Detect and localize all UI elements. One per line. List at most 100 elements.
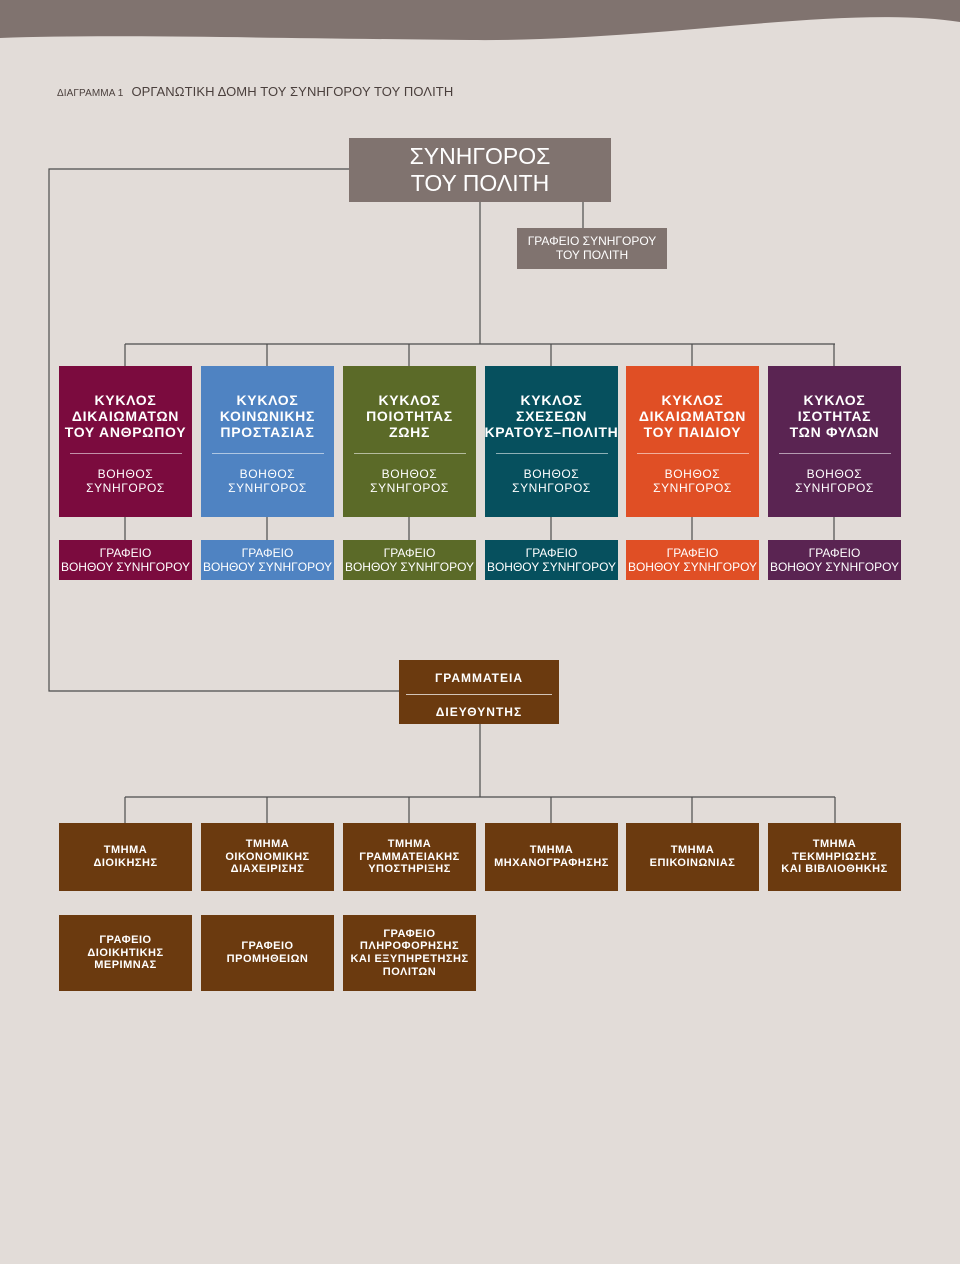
ombudsman-office-line-2: ΤΟΥ ΠΟΛΙΤΗ bbox=[555, 247, 629, 262]
assistant-office-line-2: ΒΟΗΘΟΥ ΣΥΝΗΓΟΡΟΥ bbox=[769, 560, 900, 574]
assistant-office-line-1: ΓΡΑΦΕΙΟ bbox=[525, 545, 578, 560]
assistant-office-line-1: ΓΡΑΦΕΙΟ bbox=[241, 545, 294, 560]
circle-6-title-line-2: ΙΣΟΤΗΤΑΣ bbox=[797, 408, 872, 425]
assistant-office-line-2: ΒΟΗΘΟΥ ΣΥΝΗΓΟΡΟΥ bbox=[202, 560, 333, 574]
circle-3-title-line-3: ΖΩΗΣ bbox=[388, 424, 431, 441]
circle-2-title-line-2: ΚΟΙΝΩΝΙΚΗΣ bbox=[219, 408, 316, 425]
secretariat-divider bbox=[406, 693, 552, 695]
circle-1-title-line-2: ΔΙΚΑΙΩΜΑΤΩΝ bbox=[71, 408, 180, 425]
department-6-line-1: ΤΜΗΜΑ bbox=[812, 837, 857, 850]
circle-divider bbox=[69, 452, 182, 454]
header-wave-shape bbox=[0, 0, 960, 41]
assistant-ombudsman-line-2: ΣΥΝΗΓΟΡΟΣ bbox=[86, 481, 165, 496]
diagram-caption: ΔΙΑΓΡΑΜΜΑ 1 ΟΡΓΑΝΩΤΙΚΗ ΔΟΜΗ ΤΟΥ ΣΥΝΗΓΟΡΟΥ… bbox=[57, 84, 453, 99]
department-2-line-3: ΔΙΑΧΕΙΡΙΣΗΣ bbox=[230, 863, 305, 876]
header-wave-band bbox=[0, 0, 960, 41]
circle-4-title-line-1: ΚΥΚΛΟΣ bbox=[520, 392, 583, 408]
sub-office-3-line-1: ΓΡΑΦΕΙΟ bbox=[383, 927, 436, 940]
circle-6-title-line-1: ΚΥΚΛΟΣ bbox=[803, 392, 866, 408]
department-4-line-2: ΜΗΧΑΝΟΓΡΑΦΗΣΗΣ bbox=[494, 857, 609, 869]
sub-office-2-line-2: ΠΡΟΜΗΘΕΙΩΝ bbox=[226, 953, 309, 965]
assistant-office-line-1: ΓΡΑΦΕΙΟ bbox=[808, 545, 861, 560]
department-3-line-2: ΓΡΑΜΜΑΤΕΙΑΚΗΣ bbox=[359, 850, 460, 863]
department-6-line-3: ΚΑΙ ΒΙΒΛΙΟΘΗΚΗΣ bbox=[781, 863, 888, 876]
ombudsman-office-line-1: ΓΡΑΦΕΙΟ ΣΥΝΗΓΟΡΟΥ bbox=[527, 233, 657, 248]
department-5-line-2: ΕΠΙΚΟΙΝΩΝΙΑΣ bbox=[649, 857, 736, 869]
assistant-ombudsman-line-2: ΣΥΝΗΓΟΡΟΣ bbox=[370, 481, 449, 496]
circle-6-title-line-3: ΤΩΝ ΦΥΛΩΝ bbox=[789, 424, 880, 441]
department-3-line-3: ΥΠΟΣΤΗΡΙΞΗΣ bbox=[368, 863, 451, 876]
assistant-office-line-2: ΒΟΗΘΟΥ ΣΥΝΗΓΟΡΟΥ bbox=[486, 560, 617, 574]
assistant-ombudsman-line-1: ΒΟΗΘΟΣ bbox=[664, 466, 721, 481]
circle-1-title-line-3: ΤΟΥ ΑΝΘΡΩΠΟΥ bbox=[64, 424, 187, 441]
circle-4-title-line-3: ΚΡΑΤΟΥΣ–ΠΟΛΙΤΗ bbox=[484, 424, 619, 441]
circle-divider bbox=[636, 452, 749, 454]
assistant-ombudsman-line-2: ΣΥΝΗΓΟΡΟΣ bbox=[512, 481, 591, 496]
department-1-line-2: ΔΙΟΙΚΗΣΗΣ bbox=[93, 857, 158, 869]
circle-5-title-line-3: ΤΟΥ ΠΑΙΔΙΟΥ bbox=[643, 424, 742, 441]
circle-2-title-line-1: ΚΥΚΛΟΣ bbox=[236, 392, 299, 408]
circle-divider bbox=[778, 452, 891, 454]
sub-office-3-line-3: ΚΑΙ ΕΞΥΠΗΡΕΤΗΣΗΣ bbox=[350, 953, 469, 965]
sub-office-1-line-1: ΓΡΑΦΕΙΟ bbox=[99, 933, 152, 946]
ombudsman-line-2: ΤΟΥ ΠΟΛΙΤΗ bbox=[410, 170, 550, 196]
circle-2-title-line-3: ΠΡΟΣΤΑΣΙΑΣ bbox=[220, 424, 315, 441]
circle-5-title-line-2: ΔΙΚΑΙΩΜΑΤΩΝ bbox=[638, 408, 747, 425]
ombudsman-office-box: ΓΡΑΦΕΙΟ ΣΥΝΗΓΟΡΟΥ ΤΟΥ ΠΟΛΙΤΗ bbox=[517, 228, 667, 269]
assistant-ombudsman-line-1: ΒΟΗΘΟΣ bbox=[97, 466, 154, 481]
circle-divider bbox=[495, 452, 608, 454]
secretariat-box: ΓΡΑΜΜΑΤΕΙΑ ΔΙΕΥΘΥΝΤΗΣ bbox=[399, 660, 559, 724]
ombudsman-line-1: ΣΥΝΗΓΟΡΟΣ bbox=[409, 143, 551, 170]
assistant-ombudsman-line-1: ΒΟΗΘΟΣ bbox=[806, 466, 863, 481]
department-3-line-1: ΤΜΗΜΑ bbox=[387, 837, 432, 850]
connector-left-feed bbox=[48, 168, 399, 692]
circle-3-title-line-1: ΚΥΚΛΟΣ bbox=[378, 392, 441, 408]
department-5-line-1: ΤΜΗΜΑ bbox=[670, 844, 715, 857]
assistant-ombudsman-line-2: ΣΥΝΗΓΟΡΟΣ bbox=[228, 481, 307, 496]
sub-office-2-line-1: ΓΡΑΦΕΙΟ bbox=[241, 940, 294, 953]
assistant-office-line-1: ΓΡΑΦΕΙΟ bbox=[383, 545, 436, 560]
circle-divider bbox=[211, 452, 324, 454]
assistant-ombudsman-line-1: ΒΟΗΘΟΣ bbox=[239, 466, 296, 481]
circle-1-title-line-1: ΚΥΚΛΟΣ bbox=[94, 392, 157, 408]
assistant-ombudsman-line-2: ΣΥΝΗΓΟΡΟΣ bbox=[795, 481, 874, 496]
secretariat-title: ΓΡΑΜΜΑΤΕΙΑ bbox=[435, 671, 523, 685]
diagram-title: ΟΡΓΑΝΩΤΙΚΗ ΔΟΜΗ ΤΟΥ ΣΥΝΗΓΟΡΟΥ ΤΟΥ ΠΟΛΙΤΗ bbox=[131, 84, 454, 99]
assistant-office-line-2: ΒΟΗΘΟΥ ΣΥΝΗΓΟΡΟΥ bbox=[344, 560, 475, 574]
sub-office-3-line-4: ΠΟΛΙΤΩΝ bbox=[382, 965, 437, 978]
department-2-line-2: ΟΙΚΟΝΟΜΙΚΗΣ bbox=[225, 850, 310, 863]
assistant-office-line-2: ΒΟΗΘΟΥ ΣΥΝΗΓΟΡΟΥ bbox=[627, 560, 758, 574]
department-6-line-2: ΤΕΚΜΗΡΙΩΣΗΣ bbox=[792, 850, 877, 863]
department-1-line-1: ΤΜΗΜΑ bbox=[103, 844, 148, 857]
sub-office-1-line-2: ΔΙΟΙΚΗΤΙΚΗΣ bbox=[87, 946, 164, 959]
assistant-ombudsman-line-1: ΒΟΗΘΟΣ bbox=[523, 466, 580, 481]
assistant-ombudsman-line-2: ΣΥΝΗΓΟΡΟΣ bbox=[653, 481, 732, 496]
assistant-office-line-2: ΒΟΗΘΟΥ ΣΥΝΗΓΟΡΟΥ bbox=[60, 560, 191, 574]
diagram-label: ΔΙΑΓΡΑΜΜΑ 1 bbox=[57, 88, 124, 99]
sub-office-3-line-2: ΠΛΗΡΟΦΟΡΗΣΗΣ bbox=[359, 940, 460, 953]
circle-divider bbox=[353, 452, 466, 454]
department-2-line-1: ΤΜΗΜΑ bbox=[245, 837, 290, 850]
